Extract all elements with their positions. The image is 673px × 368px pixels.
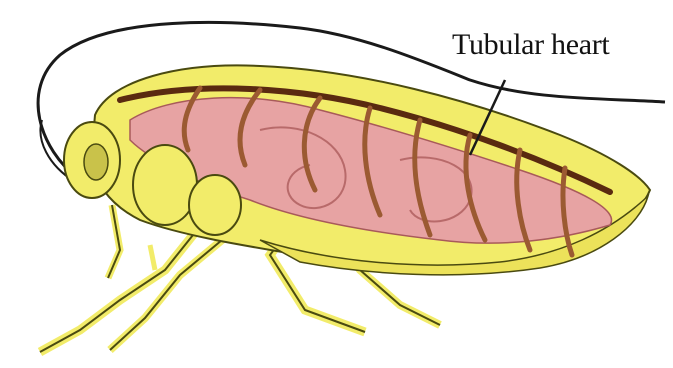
compound-eye xyxy=(84,144,108,180)
thorax-segment-1 xyxy=(133,145,197,225)
tubular-heart-label: Tubular heart xyxy=(452,28,609,62)
thorax-segment-2 xyxy=(189,175,241,235)
